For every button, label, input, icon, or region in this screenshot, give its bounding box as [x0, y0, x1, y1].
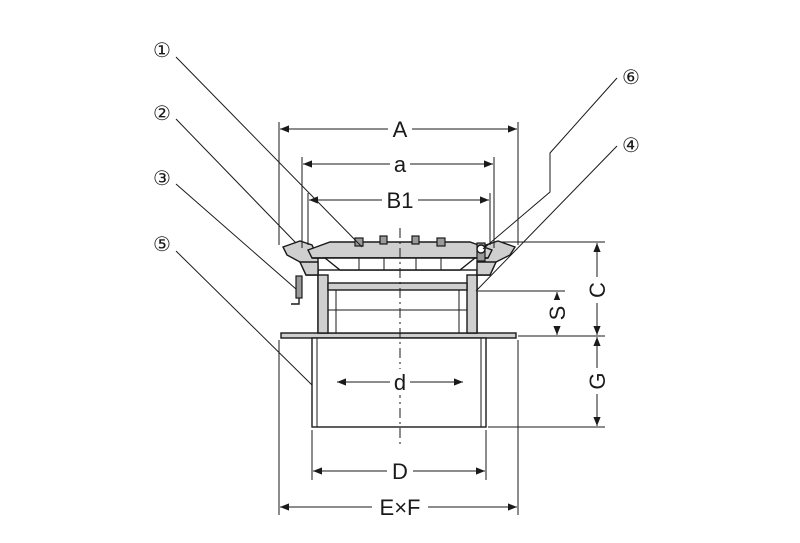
anchor-bolt-left: [291, 275, 303, 305]
dim-label-G: G: [585, 372, 610, 389]
dim-label-B1: B1: [387, 188, 414, 213]
drain-body: [280, 235, 517, 428]
dim-label-S: S: [545, 306, 570, 321]
callout-5: ⑤: [153, 234, 171, 256]
callout-2: ②: [153, 103, 171, 125]
grating-bars: [354, 235, 446, 270]
dim-label-a: a: [394, 152, 407, 177]
callout-markers: ① ② ③ ⑤ ⑥ ④: [153, 40, 640, 256]
dim-label-d: d: [394, 370, 406, 395]
dim-label-D: D: [392, 459, 408, 484]
dim-label-ExF: E×F: [380, 495, 421, 520]
callout-4: ④: [622, 135, 640, 157]
callout-1: ①: [153, 40, 171, 62]
callout-leaders: [175, 56, 618, 386]
dimension-labels: A a B1 d D E×F S C G: [372, 116, 610, 520]
bolt-right: [476, 242, 486, 262]
callout-6: ⑥: [622, 67, 640, 89]
upper-barrel: [317, 269, 478, 334]
dim-label-C: C: [585, 282, 610, 298]
flange-plate: [280, 332, 517, 339]
dim-label-A: A: [393, 117, 408, 142]
callout-3: ③: [153, 168, 171, 190]
